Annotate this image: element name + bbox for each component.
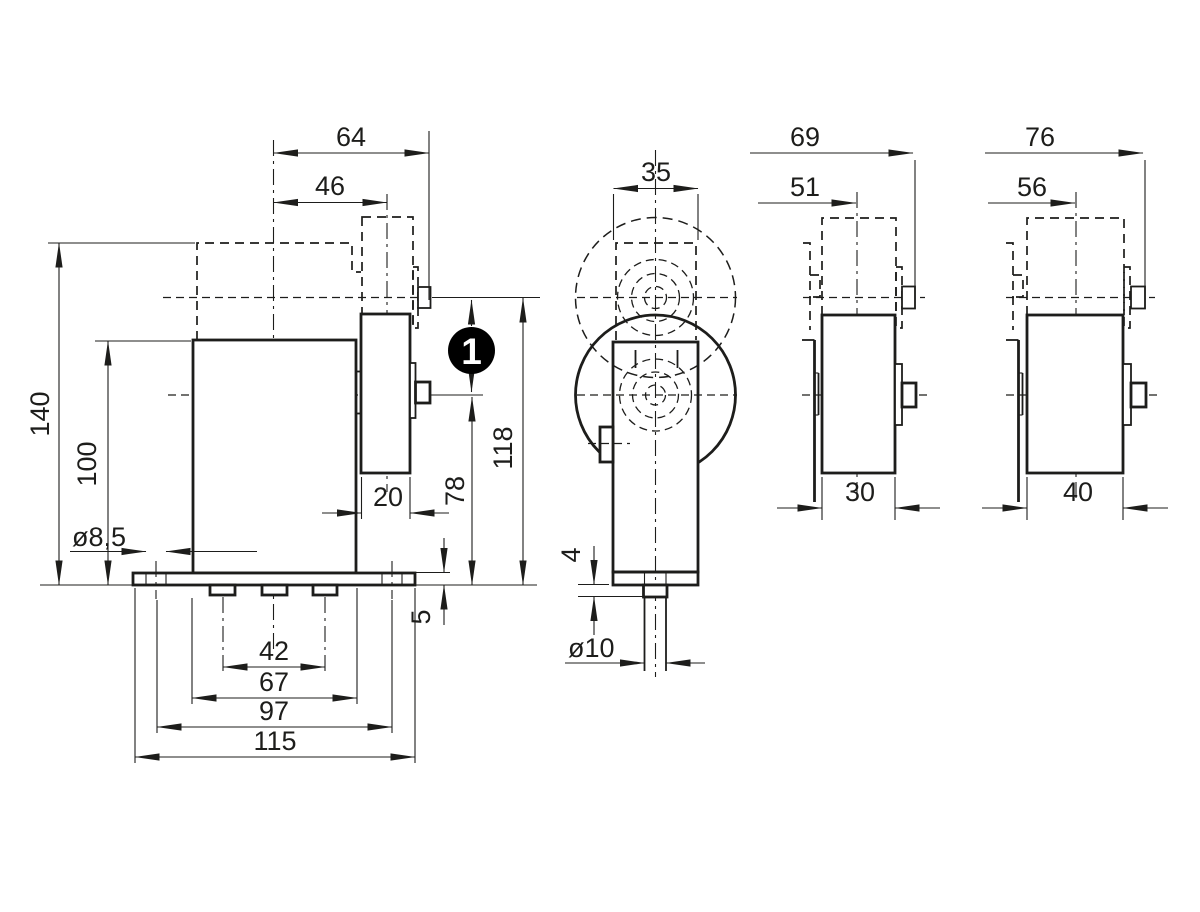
dim-shaft-diameter: ø10 xyxy=(568,633,615,663)
variant-40-view: 76 56 40 xyxy=(982,122,1168,520)
side-view: 64 46 140 100 ø8,5 20 78 118 5 xyxy=(25,122,540,763)
dim-20: 20 xyxy=(373,482,403,512)
variant30-bolt-nut xyxy=(900,381,918,409)
variant40-bolt-nut xyxy=(1129,381,1148,409)
dim-67: 67 xyxy=(259,667,289,697)
plate-slot xyxy=(208,583,237,597)
variant30-roller xyxy=(820,313,897,475)
dim-4: 4 xyxy=(556,547,586,562)
front-view: 35 4 ø10 xyxy=(556,150,737,677)
plate-slot xyxy=(260,583,289,597)
plate-slot xyxy=(311,583,339,597)
dim-40: 40 xyxy=(1063,477,1093,507)
dim-42: 42 xyxy=(259,636,289,666)
dim-78: 78 xyxy=(440,476,470,506)
bolt-nut xyxy=(414,380,432,405)
variant40-roller xyxy=(1025,313,1125,475)
callout-1: 1 xyxy=(448,299,495,393)
dim-97: 97 xyxy=(259,696,289,726)
dim-115: 115 xyxy=(253,726,296,756)
raised-body-outline xyxy=(196,242,361,340)
body xyxy=(191,338,358,575)
dim-46: 46 xyxy=(315,171,345,201)
dim-64: 64 xyxy=(336,122,366,152)
dim-76: 76 xyxy=(1025,122,1055,152)
variant30-raised-roller xyxy=(821,217,897,315)
roller xyxy=(359,312,412,475)
callout-badge-label: 1 xyxy=(461,331,482,372)
dim-hole-diameter: ø8,5 xyxy=(72,522,126,552)
dim-56: 56 xyxy=(1017,172,1047,202)
dim-5: 5 xyxy=(406,609,436,624)
dim-30: 30 xyxy=(845,477,875,507)
side-clamp xyxy=(598,425,615,464)
variant-30-view: 69 51 30 xyxy=(750,122,940,520)
dim-69: 69 xyxy=(790,122,820,152)
dim-118: 118 xyxy=(488,426,518,469)
dim-100: 100 xyxy=(72,441,102,486)
raised-bolt-nut xyxy=(417,286,432,309)
shaft-boss xyxy=(642,583,669,599)
dim-35: 35 xyxy=(641,157,671,187)
base-plate xyxy=(131,571,417,587)
dim-140: 140 xyxy=(25,391,55,436)
dim-51: 51 xyxy=(790,172,820,202)
callout-badge-circle xyxy=(448,327,495,374)
variant40-raised-bracket xyxy=(1006,242,1024,330)
variant30-raised-bracket xyxy=(803,242,821,330)
